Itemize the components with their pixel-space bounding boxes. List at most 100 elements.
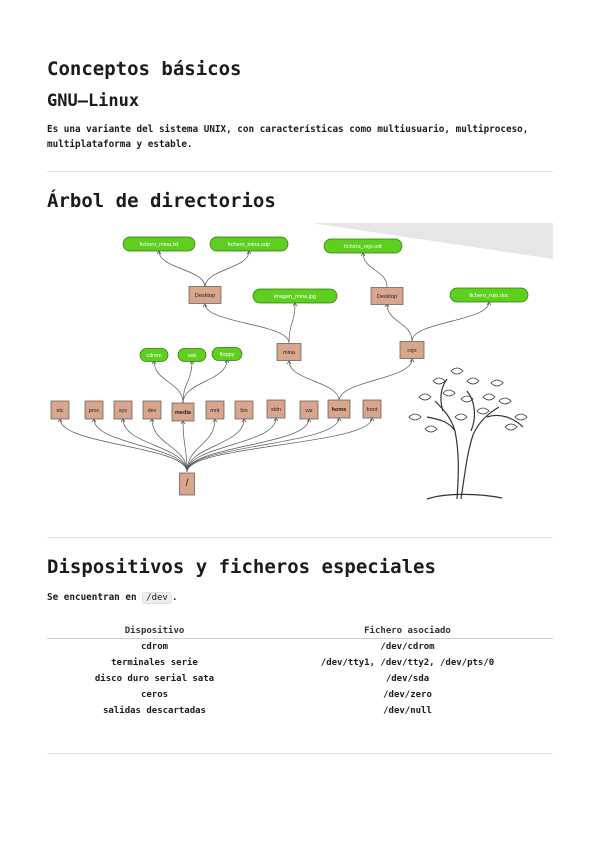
svg-text:var: var (305, 408, 313, 414)
dev-path-code: /dev (142, 592, 172, 604)
divider (47, 537, 553, 538)
file-fichero-mina-odp: fichero_mina.odp (210, 237, 288, 251)
svg-text:sys: sys (119, 408, 128, 414)
file-imagen-mina: imagen_mina.jpg (253, 289, 337, 303)
device-cell: terminales serie (47, 655, 262, 671)
svg-text:floppy: floppy (220, 352, 235, 358)
folder-etc: etc (51, 401, 69, 419)
folder-mnt: mnt (206, 401, 224, 419)
tree-edge (412, 302, 489, 341)
table-row: cdrom /dev/cdrom (47, 639, 553, 656)
svg-text:media: media (175, 410, 192, 416)
svg-text:dev: dev (148, 408, 157, 414)
tree-edge (154, 361, 183, 403)
device-cell: disco duro serial sata (47, 671, 262, 687)
svg-text:usb: usb (188, 353, 197, 359)
section-heading-devices: Dispositivos y ficheros especiales (47, 556, 436, 578)
file-fichero-rojo-doc: fichero_rojo.doc (450, 288, 528, 302)
folder-var: var (300, 401, 318, 419)
devices-intro: Se encuentran en /dev. (47, 590, 177, 606)
svg-text:boot: boot (367, 407, 378, 413)
file-floppy: floppy (212, 348, 242, 361)
column-header-file: Fichero asociado (262, 626, 553, 639)
svg-text:fichero_mina.txt: fichero_mina.txt (140, 242, 179, 248)
tree-edge (363, 253, 387, 287)
table-header-row: Dispositivo Fichero asociado (47, 626, 553, 639)
file-usb: usb (178, 349, 206, 362)
tree-edge (205, 251, 249, 287)
svg-text:home: home (332, 407, 347, 413)
svg-text:imagen_mina.jpg: imagen_mina.jpg (274, 294, 316, 300)
svg-text:mnt: mnt (210, 408, 220, 414)
tree-edge (183, 360, 227, 403)
folder-rojo: rojo (400, 342, 424, 359)
svg-text:Desktop: Desktop (195, 293, 215, 299)
file-cdrom: cdrom (140, 349, 168, 362)
devices-table: Dispositivo Fichero asociado cdrom /dev/… (47, 626, 553, 719)
svg-text:Desktop: Desktop (377, 294, 397, 300)
devices-intro-prefix: Se encuentran en (47, 592, 137, 603)
svg-text:bin: bin (240, 408, 247, 414)
tree-edge (60, 419, 187, 472)
file-cell: /dev/zero (262, 687, 553, 703)
folder-boot: boot (363, 400, 381, 418)
tree-edge (339, 359, 412, 401)
tree-edge (289, 361, 339, 401)
device-cell: ceros (47, 687, 262, 703)
tree-edge (205, 304, 289, 343)
folder-dev: dev (143, 401, 161, 419)
svg-text:mina: mina (283, 350, 296, 356)
tree-illustration (409, 368, 527, 499)
table-row: disco duro serial sata /dev/sda (47, 671, 553, 687)
folder-sbin: sbin (267, 400, 285, 418)
folder-media: media (172, 403, 194, 421)
table-row: terminales serie /dev/tty1, /dev/tty2, /… (47, 655, 553, 671)
tree-edge (289, 303, 295, 343)
svg-text:rojo: rojo (407, 348, 416, 354)
divider (47, 753, 553, 754)
folder-rojo-desktop: Desktop (371, 288, 403, 305)
device-cell: salidas descartadas (47, 703, 262, 719)
directory-tree-diagram: / etc proc sys dev media mnt bin sbin var home boot… (47, 221, 553, 511)
page-title: Conceptos básicos (47, 58, 241, 80)
tree-edge (187, 419, 244, 472)
table-row: ceros /dev/zero (47, 687, 553, 703)
file-fichero-rojo-odt: fichero_rojo.odt (324, 239, 402, 253)
folder-mina-desktop: Desktop (189, 287, 221, 304)
divider (47, 171, 553, 172)
tree-edge (123, 419, 187, 472)
root-folder: / (180, 473, 195, 495)
svg-text:etc: etc (56, 408, 64, 414)
tree-edge (187, 419, 309, 472)
tree-edge (94, 419, 187, 472)
devices-intro-suffix: . (172, 592, 178, 603)
svg-text:fichero_rojo.doc: fichero_rojo.doc (469, 293, 508, 299)
tree-edge (152, 419, 187, 472)
svg-text:fichero_mina.odp: fichero_mina.odp (228, 242, 270, 248)
file-fichero-mina-txt: fichero_mina.txt (123, 237, 195, 251)
tree-edge (387, 304, 412, 341)
folder-proc: proc (85, 401, 103, 419)
file-cell: /dev/null (262, 703, 553, 719)
svg-text:sbin: sbin (271, 407, 281, 413)
folder-home: home (328, 400, 350, 418)
column-header-device: Dispositivo (47, 626, 262, 639)
svg-text:proc: proc (89, 408, 100, 414)
folder-bin: bin (235, 401, 253, 419)
svg-text:cdrom: cdrom (146, 353, 162, 359)
folder-sys: sys (114, 401, 132, 419)
tree-edge (159, 251, 205, 287)
file-cell: /dev/tty1, /dev/tty2, /dev/pts/0 (262, 655, 553, 671)
file-cell: /dev/sda (262, 671, 553, 687)
svg-text:fichero_rojo.odt: fichero_rojo.odt (344, 244, 382, 250)
folder-mina: mina (277, 344, 301, 361)
svg-text:/: / (186, 478, 189, 489)
gnu-linux-description: Es una variante del sistema UNIX, con ca… (47, 122, 553, 152)
file-cell: /dev/cdrom (262, 639, 553, 656)
tree-edge (187, 418, 339, 472)
device-cell: cdrom (47, 639, 262, 656)
section-heading-directory-tree: Árbol de directorios (47, 190, 276, 212)
tree-edge (187, 418, 372, 472)
table-row: salidas descartadas /dev/null (47, 703, 553, 719)
section-heading-gnu-linux: GNU–Linux (47, 91, 139, 111)
